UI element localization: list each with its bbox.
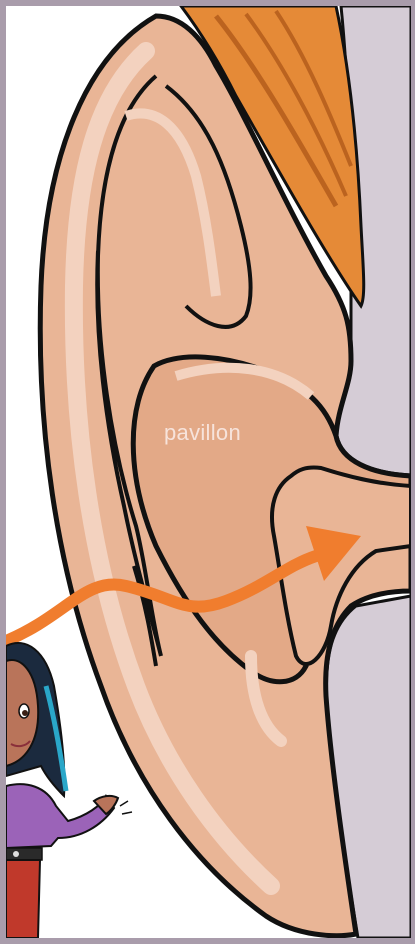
ear-illustration — [6, 6, 411, 938]
illustration-panel: pavillon — [6, 6, 411, 938]
pavillon-label: pavillon — [164, 420, 241, 446]
